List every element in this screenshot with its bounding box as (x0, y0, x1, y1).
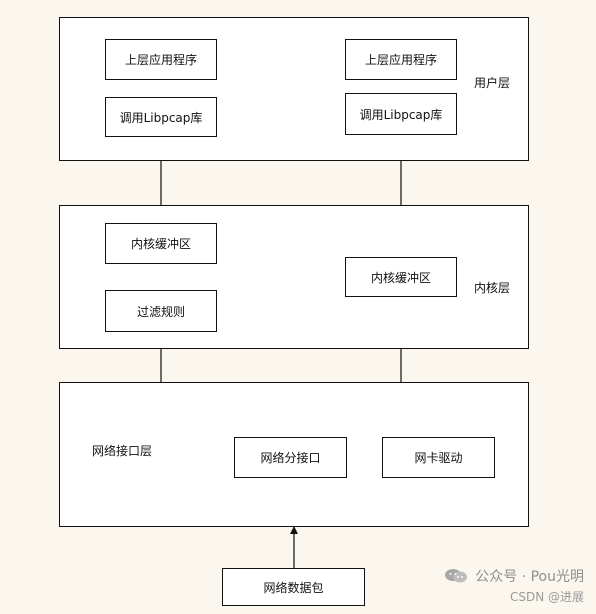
right-buffer-box: 内核缓冲区 (345, 257, 457, 297)
filter-rule-box: 过滤规则 (105, 290, 217, 332)
wechat-icon (445, 569, 468, 583)
watermark-main-text: 公众号 · Pou光明 (475, 569, 584, 585)
network-layer-label: 网络接口层 (92, 444, 153, 458)
right-app-label: 上层应用程序 (364, 53, 437, 67)
network-interface-box: 网络分接口 (234, 437, 347, 478)
user-layer-label: 用户层 (474, 76, 511, 90)
right-app-box: 上层应用程序 (345, 39, 457, 80)
left-buffer-label: 内核缓冲区 (130, 237, 191, 251)
filter-rule-label: 过滤规则 (136, 304, 185, 319)
left-buffer-box: 内核缓冲区 (105, 223, 217, 264)
watermark: 公众号 · Pou光明 CSDN @进展 (443, 566, 584, 605)
network-packet-box: 网络数据包 (222, 568, 365, 606)
watermark-sub-text: CSDN @进展 (509, 590, 584, 604)
left-app-box: 上层应用程序 (105, 39, 217, 80)
network-packet-label: 网络数据包 (263, 580, 324, 595)
network-interface-label: 网络分接口 (260, 451, 321, 465)
left-libpcap-label: 调用Libpcap库 (119, 110, 203, 125)
right-libpcap-label: 调用Libpcap库 (359, 107, 443, 122)
right-libpcap-box: 调用Libpcap库 (345, 93, 457, 135)
left-libpcap-box: 调用Libpcap库 (105, 97, 217, 137)
nic-driver-box: 网卡驱动 (382, 437, 495, 478)
watermark-main: 公众号 · Pou光明 (443, 566, 584, 586)
left-app-label: 上层应用程序 (124, 53, 197, 67)
kernel-layer-label: 内核层 (474, 281, 511, 295)
right-buffer-label: 内核缓冲区 (370, 270, 431, 285)
nic-driver-label: 网卡驱动 (414, 451, 463, 465)
